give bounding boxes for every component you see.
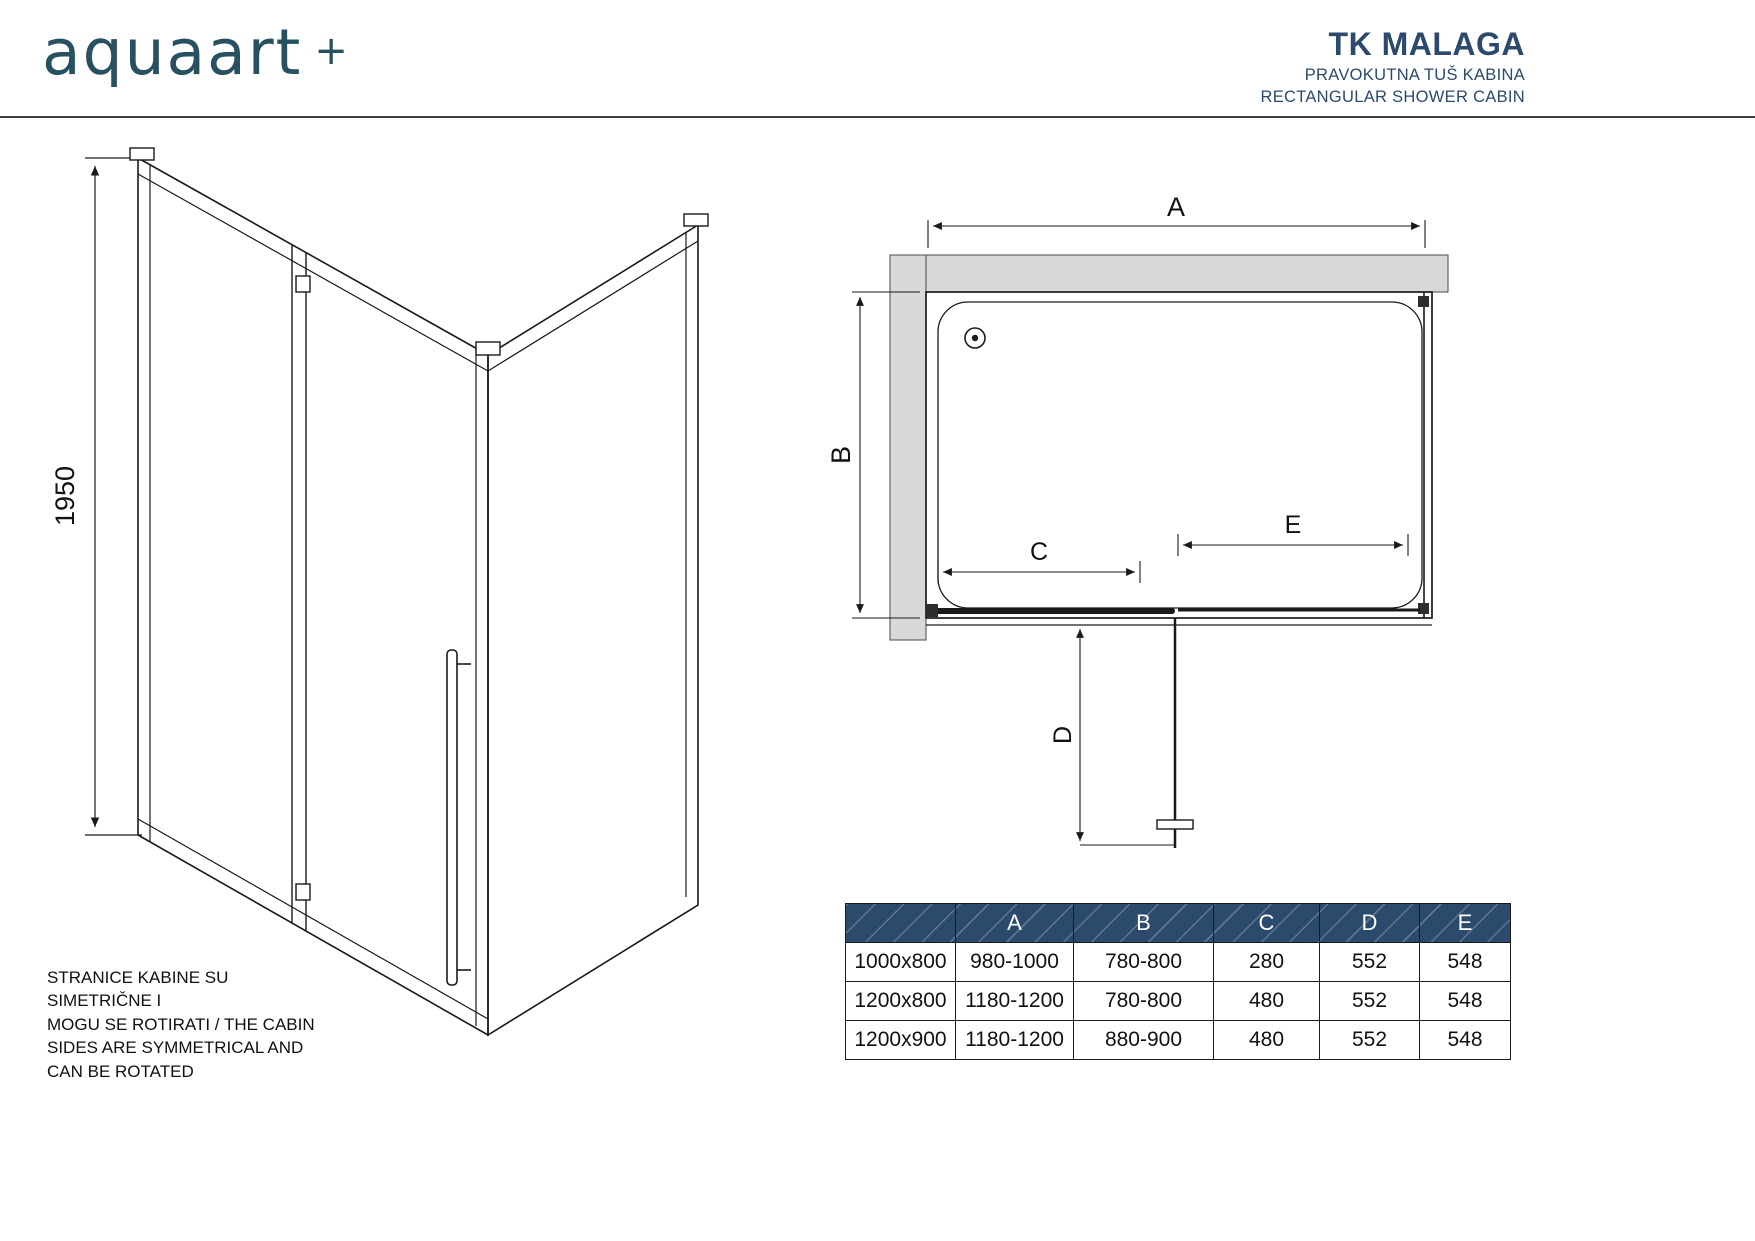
col-header-d: D	[1319, 903, 1420, 943]
dim-label-d: D	[1049, 726, 1077, 744]
brand-logo-plus-icon: +	[314, 28, 350, 74]
dim-label-a: A	[1167, 192, 1185, 222]
open-door	[1156, 618, 1194, 848]
product-subtitle-en: RECTANGULAR SHOWER CABIN	[1260, 88, 1525, 106]
cell-size: 1200x900	[845, 1020, 956, 1060]
fixed-side-glass	[1418, 292, 1429, 618]
dim-label-b: B	[826, 446, 856, 464]
dim-label-c: C	[1030, 538, 1048, 566]
cell-b: 780-800	[1073, 981, 1214, 1021]
cell-a: 1180-1200	[955, 981, 1074, 1021]
product-title-block: TK MALAGA PRAVOKUTNA TUŠ KABINA RECTANGU…	[1260, 26, 1525, 107]
product-subtitle-hr: PRAVOKUTNA TUŠ KABINA	[1304, 66, 1525, 84]
col-header-a: A	[955, 903, 1074, 943]
table-row: 1200x900 1180-1200 880-900 480 552 548	[845, 1020, 1511, 1060]
front-wall	[137, 156, 489, 1037]
cell-d: 552	[1319, 1020, 1420, 1060]
symmetry-note: STRANICE KABINE SU SIMETRIČNE I MOGU SE …	[47, 968, 315, 1081]
sliding-door-top	[926, 604, 1175, 617]
cell-size: 1000x800	[845, 942, 956, 982]
header-divider	[0, 116, 1755, 118]
brand-logo: aquaart+	[42, 16, 350, 89]
height-dimension-label: 1950	[50, 466, 80, 526]
table-header-row: A B C D E	[845, 903, 1511, 943]
product-title: TK MALAGA	[1328, 26, 1525, 62]
sliding-door	[291, 245, 311, 931]
dimension-table: A B C D E 1000x800 980-1000 780-800 280 …	[845, 903, 1511, 1060]
cell-c: 480	[1213, 981, 1320, 1021]
table-row: 1000x800 980-1000 780-800 280 552 548	[845, 942, 1511, 982]
cell-e: 548	[1419, 1020, 1511, 1060]
cabin-isometric-drawing: 1950	[50, 147, 709, 1037]
dimension-lines	[852, 220, 1426, 846]
cell-a: 1180-1200	[955, 1020, 1074, 1060]
cell-e: 548	[1419, 942, 1511, 982]
col-header-size	[845, 903, 956, 943]
drain-icon	[964, 327, 986, 349]
cabin-top-view-drawing: A B C D E	[826, 192, 1449, 848]
table-row: 1200x800 1180-1200 780-800 480 552 548	[845, 981, 1511, 1021]
cell-size: 1200x800	[845, 981, 956, 1021]
cabin-outline	[925, 291, 1433, 619]
side-wall	[487, 223, 699, 1037]
cell-a: 980-1000	[955, 942, 1074, 982]
dim-label-e: E	[1285, 511, 1302, 539]
cell-c: 480	[1213, 1020, 1320, 1060]
cell-b: 880-900	[1073, 1020, 1214, 1060]
cell-d: 552	[1319, 981, 1420, 1021]
brand-logo-text: aquaart	[42, 16, 303, 89]
cell-b: 780-800	[1073, 942, 1214, 982]
col-header-e: E	[1419, 903, 1511, 943]
wall-section	[889, 254, 1449, 641]
cell-e: 548	[1419, 981, 1511, 1021]
col-header-c: C	[1213, 903, 1320, 943]
cell-c: 280	[1213, 942, 1320, 982]
height-dimension	[85, 157, 142, 836]
door-handle	[446, 649, 471, 986]
cell-d: 552	[1319, 942, 1420, 982]
frame-caps	[129, 147, 709, 356]
col-header-b: B	[1073, 903, 1214, 943]
